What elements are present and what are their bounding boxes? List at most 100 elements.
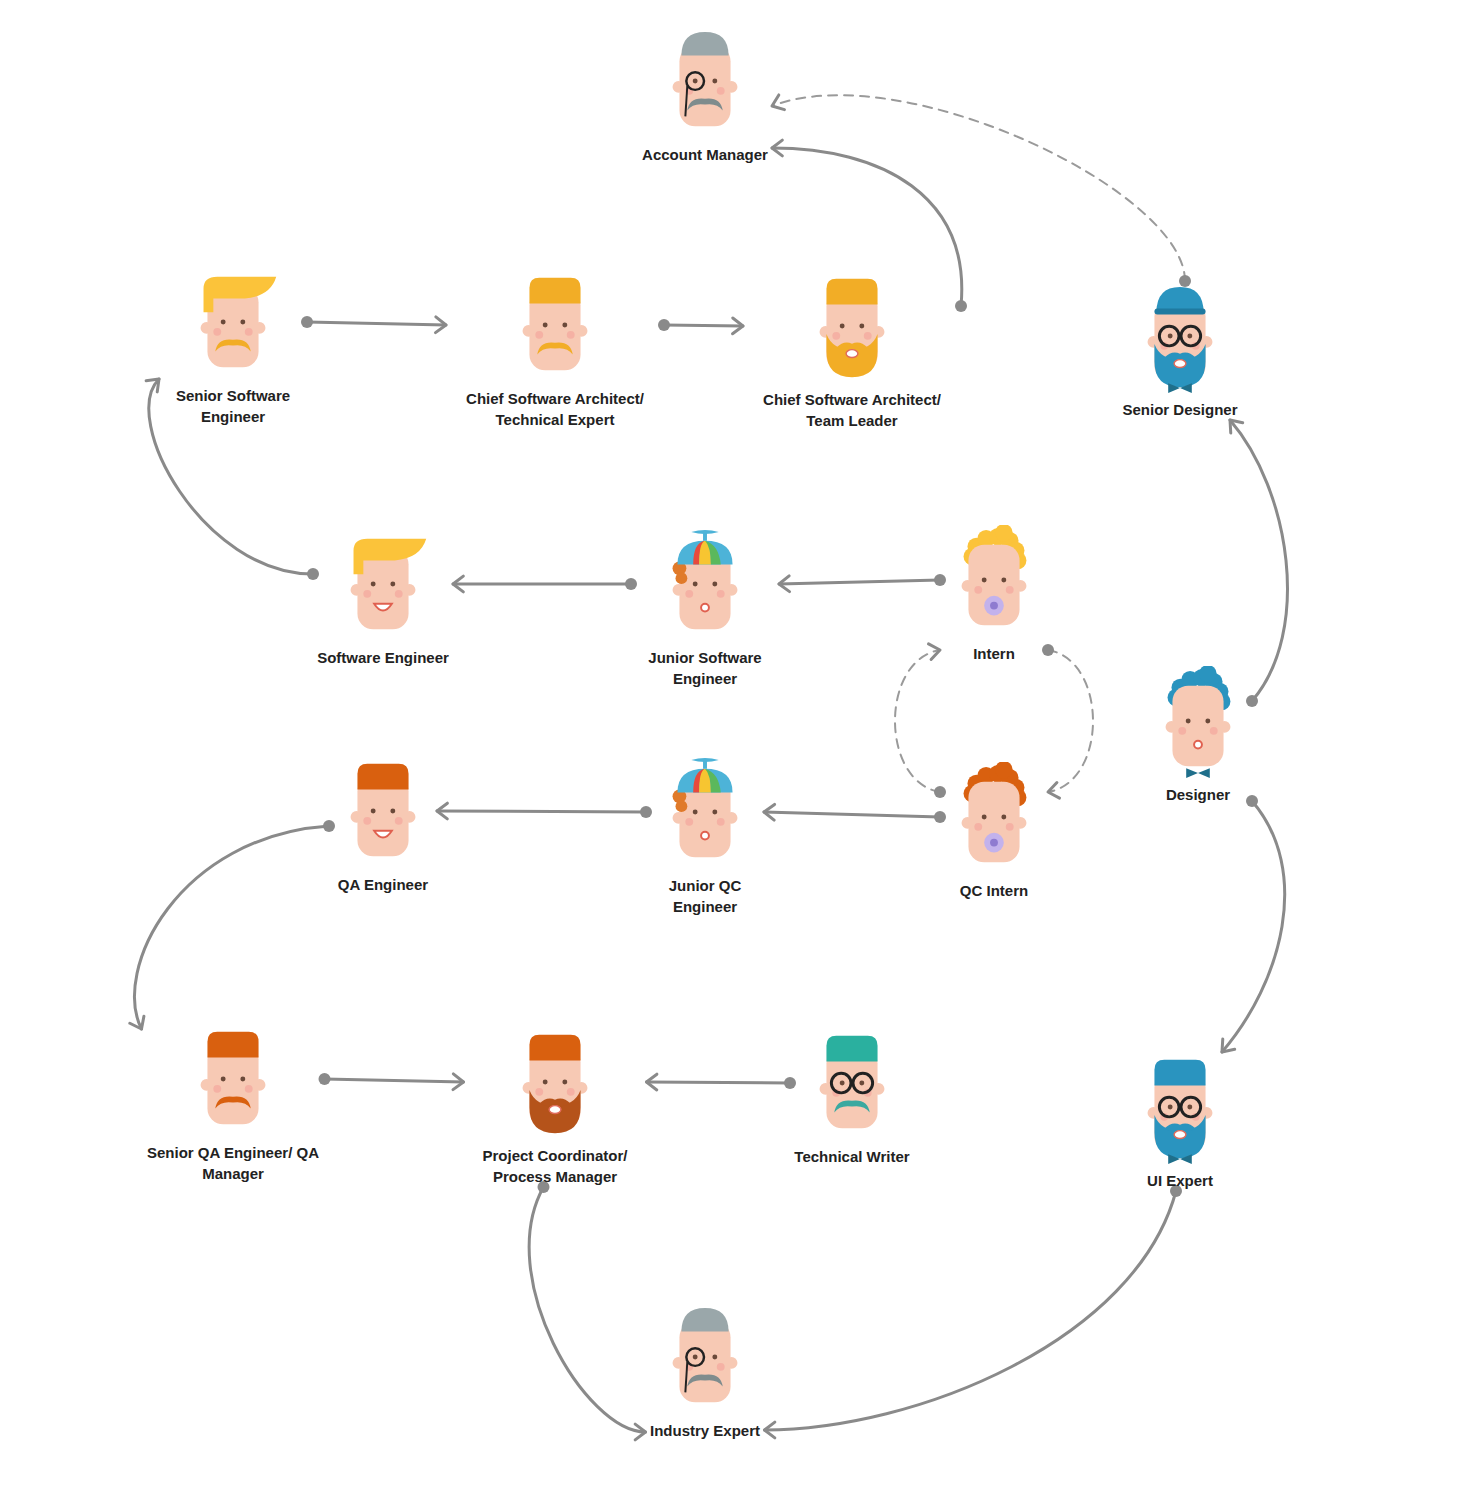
person-node: Junior QC Engineer — [646, 757, 764, 917]
face-part — [685, 1362, 687, 1392]
arrow-head — [1230, 420, 1243, 433]
face-part — [984, 833, 1004, 853]
person-node: Technical Writer — [790, 1028, 914, 1167]
face-part — [363, 817, 371, 825]
career-connector — [658, 318, 743, 334]
start-dot — [1246, 795, 1258, 807]
face-part — [685, 818, 693, 826]
person-node: Senior Designer — [1118, 281, 1242, 420]
connector-line — [437, 811, 646, 812]
face-part — [1178, 727, 1186, 735]
career-connector — [453, 576, 637, 592]
start-dot — [323, 820, 335, 832]
face-part — [705, 769, 721, 793]
face-part — [1154, 344, 1205, 387]
face-part — [687, 98, 722, 110]
face-part — [717, 818, 725, 826]
person-node: Chief Software Architect/ Technical Expe… — [446, 270, 664, 430]
role-label: QA Engineer — [338, 874, 428, 895]
face-part — [864, 332, 872, 340]
face-part — [1187, 334, 1192, 339]
connector-line — [1048, 650, 1093, 792]
face-part — [390, 582, 395, 587]
person-node: Industry Expert — [646, 1302, 765, 1441]
face-part — [717, 87, 725, 95]
face-part — [846, 350, 858, 358]
connector-line — [135, 826, 329, 1029]
face-part — [693, 79, 698, 84]
face-part — [982, 578, 987, 583]
person-node: QC Intern — [940, 762, 1048, 901]
face-part — [354, 539, 427, 574]
arrow-head — [772, 140, 782, 156]
career-connector — [772, 95, 1191, 287]
face-part — [215, 1096, 250, 1108]
start-dot — [934, 786, 946, 798]
connector-line — [325, 1079, 464, 1082]
connector-line — [1230, 420, 1287, 701]
face-part — [245, 328, 253, 336]
face-part — [1006, 823, 1014, 831]
face-part — [826, 334, 877, 377]
face-illustration — [655, 1302, 755, 1416]
face-part — [712, 79, 717, 84]
face-part — [717, 590, 725, 598]
arrow-head — [130, 1016, 144, 1029]
face-part — [851, 1082, 853, 1085]
face-part — [995, 762, 1013, 779]
arrow-head — [453, 576, 463, 592]
role-label: Senior Designer — [1122, 399, 1237, 420]
face-part — [371, 809, 376, 814]
role-label: Junior QC Engineer — [650, 875, 760, 917]
face-part — [677, 769, 732, 793]
start-dot — [301, 316, 313, 328]
face-part — [549, 1106, 561, 1114]
person-node: Software Engineer — [313, 529, 453, 668]
face-illustration — [802, 271, 902, 385]
face-part — [995, 525, 1013, 542]
start-dot — [1042, 644, 1054, 656]
face-part — [974, 586, 982, 594]
face-part — [1186, 768, 1210, 778]
face-part — [832, 332, 840, 340]
face-part — [1154, 309, 1205, 315]
career-connector — [764, 804, 946, 823]
face-part — [395, 590, 403, 598]
face-illustration — [655, 757, 755, 871]
face-part — [685, 590, 693, 598]
connector-line — [529, 1187, 645, 1432]
face-part — [1174, 1131, 1186, 1139]
career-connector — [437, 803, 652, 819]
arrow-head — [146, 379, 159, 392]
role-label: Project Coordinator/ Process Manager — [468, 1145, 643, 1187]
face-part — [529, 1090, 580, 1133]
face-part — [1168, 1105, 1173, 1110]
face-part — [840, 1081, 845, 1086]
face-part — [207, 1032, 258, 1058]
face-part — [701, 604, 709, 612]
arrow-head — [928, 644, 940, 660]
arrow-head — [1048, 783, 1060, 799]
start-dot — [307, 568, 319, 580]
role-label: Junior Software Engineer — [635, 647, 775, 689]
face-part — [679, 46, 730, 127]
face-part — [1187, 1105, 1192, 1110]
person-node: Senior Software Engineer — [159, 267, 307, 427]
face-illustration — [655, 26, 755, 140]
arrow-head — [733, 318, 743, 334]
person-node: QA Engineer — [329, 756, 437, 895]
face-part — [371, 582, 376, 587]
face-part — [686, 1348, 704, 1366]
arrow-head — [647, 1074, 657, 1090]
face-part — [535, 1088, 543, 1096]
arrow-head — [772, 95, 784, 110]
connector-line — [307, 322, 446, 325]
role-label: Designer — [1166, 784, 1230, 805]
face-part — [1199, 666, 1217, 683]
face-part — [1001, 815, 1006, 820]
career-connector — [779, 574, 946, 592]
face-part — [712, 582, 717, 587]
connector-line — [764, 812, 940, 817]
face-part — [686, 72, 704, 90]
